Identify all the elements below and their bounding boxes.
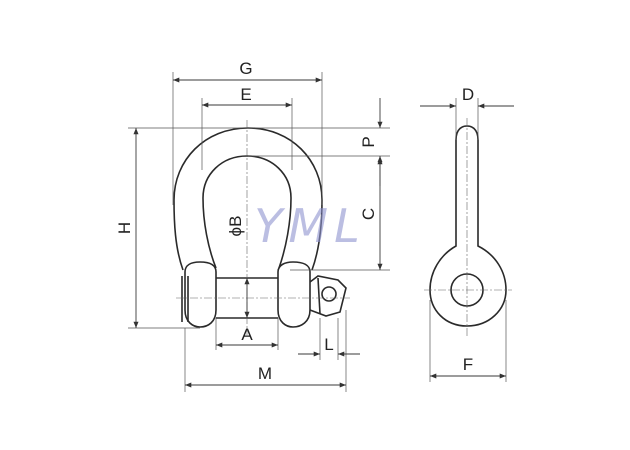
label-f: F xyxy=(463,355,473,374)
shackle-side-view xyxy=(424,118,512,338)
label-l: L xyxy=(324,335,333,354)
label-d: D xyxy=(462,85,474,104)
dimension-lines xyxy=(133,77,514,388)
label-h: H xyxy=(115,222,134,234)
label-b: ϕB xyxy=(226,216,245,237)
label-a: A xyxy=(241,325,253,344)
label-p: P xyxy=(359,136,378,147)
label-e: E xyxy=(240,85,251,104)
extension-lines xyxy=(128,72,507,392)
dimension-labels: G E D P C H ϕB A L M F xyxy=(115,59,474,383)
label-c: C xyxy=(359,208,378,220)
label-g: G xyxy=(239,59,252,78)
watermark-logo: YML xyxy=(254,199,365,253)
label-m: M xyxy=(258,364,272,383)
